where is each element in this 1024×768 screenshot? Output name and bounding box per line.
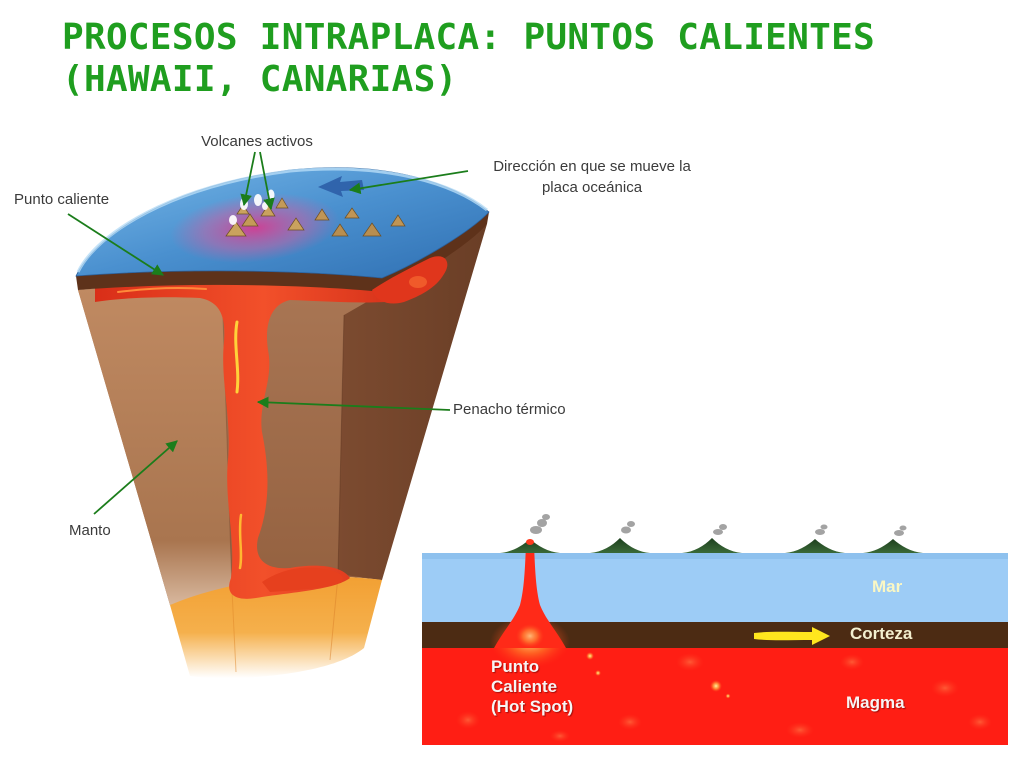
magma-spark <box>586 652 594 660</box>
smoke-puff <box>229 215 237 225</box>
label-hot-spot-section: Punto Caliente (Hot Spot) <box>491 657 573 717</box>
smoke-puff <box>899 525 907 531</box>
core-edge-right <box>329 575 339 661</box>
core-edge-left <box>231 589 237 673</box>
smoke-puff <box>815 529 825 535</box>
volcano-cone <box>390 214 406 227</box>
volcano-cone <box>362 222 382 237</box>
magma-spark <box>710 680 722 692</box>
plate-surface-rim <box>76 167 488 273</box>
island-smoke <box>530 514 907 536</box>
label-thermal-plume: Penacho térmico <box>453 401 566 418</box>
plume-highlight-lower <box>238 513 243 570</box>
label-plate-direction-line-2: placa oceánica <box>541 179 643 196</box>
lava-spill-drop <box>409 276 427 288</box>
magma-glow <box>550 730 570 742</box>
slide-title-line-1: PROCESOS INTRAPLACA: PUNTOS CALIENTES <box>62 17 876 58</box>
volcano-cone <box>275 197 289 209</box>
label-hot-spot-line-2: Caliente <box>491 677 558 696</box>
hotspot-surface-glow <box>170 193 340 263</box>
volcano-cone <box>287 217 305 231</box>
volcano-cone <box>331 223 349 237</box>
label-magma: Magma <box>846 693 905 712</box>
plate-motion-surface-arrow <box>318 176 364 197</box>
outer-core <box>170 576 382 679</box>
label-sea: Mar <box>872 577 903 596</box>
smoke-puff <box>262 202 268 210</box>
slide-title: PROCESOS INTRAPLACA: PUNTOS CALIENTES (H… <box>62 17 875 101</box>
active-volcanoes <box>225 197 406 237</box>
smoke-puff <box>530 526 542 534</box>
arrow-thermal-plume <box>256 396 451 411</box>
volcano-cone <box>344 207 360 219</box>
smoke-puff <box>627 521 635 527</box>
annotation-arrows <box>67 151 469 515</box>
lithosphere-band <box>76 212 489 292</box>
arrow-active-volcanoes-left <box>240 151 256 207</box>
plate-motion-arrow <box>754 627 830 645</box>
hotspot-cross-section <box>422 514 1008 745</box>
magma-glow <box>618 714 642 730</box>
volcano-cone <box>241 213 259 227</box>
hotspot-plume-column <box>494 544 566 648</box>
smoke-puff <box>537 519 547 527</box>
magma-glow <box>456 711 480 729</box>
plume-highlight-upper <box>234 320 240 394</box>
hotspot-vent-lava <box>526 539 534 545</box>
smoke-puff <box>542 514 550 520</box>
label-plate-direction-line-1: Dirección en que se mueve la <box>493 158 691 175</box>
smoke-puff <box>621 526 631 534</box>
label-plate-direction: Dirección en que se mueve la placa oceán… <box>493 156 691 198</box>
smoke-puff <box>820 524 828 530</box>
hotspot-core-glow <box>516 624 544 648</box>
arrow-mantle <box>93 440 178 515</box>
smoke-puff <box>894 530 904 536</box>
mantle-right-face <box>338 224 487 580</box>
label-mantle: Manto <box>69 522 111 539</box>
magma-spark <box>725 693 731 699</box>
arrow-hot-spot <box>67 213 164 276</box>
mantle-left-face <box>78 285 232 605</box>
magma-spark <box>595 670 601 676</box>
label-active-volcanoes: Volcanes activos <box>201 133 313 150</box>
arrow-plate-direction <box>348 170 469 195</box>
magma-glow <box>931 679 959 697</box>
smoke-puff <box>254 194 262 206</box>
sea-layer <box>422 553 1008 622</box>
earth-section-diagram <box>75 167 490 679</box>
slide-title-line-2: (HAWAII, CANARIAS) <box>62 59 458 100</box>
mantle-face-edge-left <box>221 285 233 591</box>
label-hot-spot-line-3: (Hot Spot) <box>491 697 574 716</box>
volcano-island <box>682 538 742 553</box>
thermal-plume <box>95 268 433 599</box>
magma-glow <box>840 654 864 670</box>
smoke-puff <box>719 524 727 530</box>
mantle-face-edge-right <box>337 314 345 575</box>
smoke-puff <box>713 529 723 535</box>
label-hot-spot-line-1: Punto <box>491 657 540 676</box>
volcano-cone <box>260 204 276 217</box>
arrow-active-volcanoes-right <box>259 151 275 211</box>
sea-surface-shade <box>422 553 1008 559</box>
magma-glow <box>676 653 704 671</box>
volcano-cone <box>314 208 330 221</box>
plume-head-highlight <box>117 287 207 293</box>
plume-base-blob <box>262 567 343 592</box>
label-crust: Corteza <box>850 624 913 643</box>
volcano-island <box>590 538 650 553</box>
magma-glow <box>786 722 814 738</box>
magma-glow <box>968 714 992 730</box>
volcano-island <box>785 539 845 553</box>
volcanic-islands <box>500 538 923 553</box>
magma-texture <box>456 652 992 742</box>
label-hot-spot: Punto caliente <box>14 191 110 208</box>
volcano-island <box>863 539 923 553</box>
volcano-island <box>500 539 560 553</box>
volcano-cone <box>225 221 247 237</box>
